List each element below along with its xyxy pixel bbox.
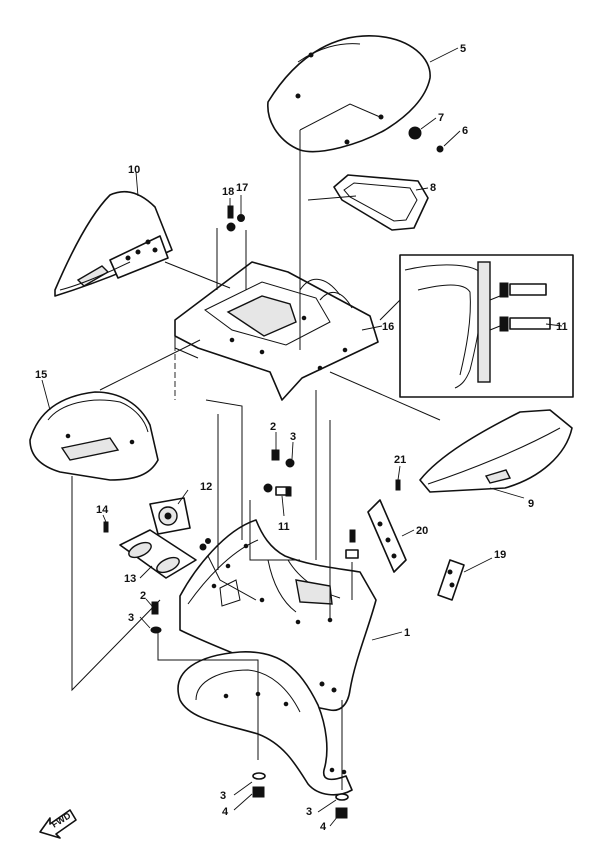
part-8-gasket: [333, 174, 429, 231]
callout-3-bottom-left: 3: [220, 790, 226, 802]
callout-19: 19: [494, 549, 506, 561]
part-11-bolt: [263, 483, 292, 497]
part-9-right-cover: [419, 409, 573, 493]
callout-2-lower: 2: [140, 590, 146, 602]
callout-18: 18: [222, 186, 234, 198]
part-5-windshield: [267, 35, 431, 153]
part-19-plate: [437, 559, 465, 601]
part-3-washer-bottom-right: [335, 793, 349, 801]
callout-14: 14: [96, 504, 109, 516]
part-6-screw: [436, 145, 444, 153]
callout-17: 17: [236, 182, 248, 194]
part-3-washer-lower-left: [150, 626, 162, 634]
callout-3-bottom-right: 3: [306, 806, 312, 818]
part-14-screw: [103, 521, 109, 533]
callout-11: 11: [278, 521, 290, 533]
callout-7: 7: [438, 112, 444, 124]
callout-12: 12: [200, 481, 212, 493]
part-4-nut-bottom-left: [252, 786, 265, 798]
part-15-left-lower-cover: [29, 391, 159, 481]
part-12-meter: [149, 497, 191, 535]
callout-5: 5: [460, 43, 466, 55]
detail-inset: [399, 254, 574, 398]
part-20-plate: [367, 499, 407, 573]
part-2-bolt-upper: [271, 449, 280, 461]
part-4-nut-bottom-right: [335, 807, 348, 819]
callout-labels: 5 7 6 8 10 18 17 16 11 15 2 3 21 12 9 14…: [35, 43, 568, 833]
callout-13: 13: [124, 573, 136, 585]
callout-4-bottom-left: 4: [222, 806, 229, 818]
callout-6: 6: [462, 125, 468, 137]
callout-4-bottom-right: 4: [320, 821, 327, 833]
part-3-washer-upper: [285, 458, 295, 468]
part-3-washer-bottom-left: [252, 772, 266, 780]
part-10-left-cover: [54, 190, 173, 297]
callout-1: 1: [404, 627, 410, 639]
callout-3-lower: 3: [128, 612, 134, 624]
part-2-bolt-right: [345, 529, 359, 559]
callout-20: 20: [416, 525, 428, 537]
callout-2-upper: 2: [270, 421, 276, 433]
callout-8: 8: [430, 182, 436, 194]
part-13-bracket: [119, 529, 197, 579]
leader-lines: [41, 47, 563, 827]
callout-11-inset: 11: [556, 321, 568, 333]
fwd-arrow: FWD: [39, 809, 77, 839]
callout-9: 9: [528, 498, 534, 510]
callout-10: 10: [128, 164, 140, 176]
part-17-nut: [237, 214, 245, 222]
callout-15: 15: [35, 369, 47, 381]
part-21-screw: [395, 479, 401, 491]
part-2-bolt-lower-left: [151, 601, 159, 615]
assembly-lines: [71, 103, 441, 790]
callout-3-upper: 3: [290, 431, 296, 443]
callout-16: 16: [382, 321, 394, 333]
part-7-grommet: [408, 126, 422, 140]
callout-21: 21: [394, 454, 406, 466]
small-fastener: [199, 538, 211, 551]
part-18-bolt: [226, 205, 236, 232]
